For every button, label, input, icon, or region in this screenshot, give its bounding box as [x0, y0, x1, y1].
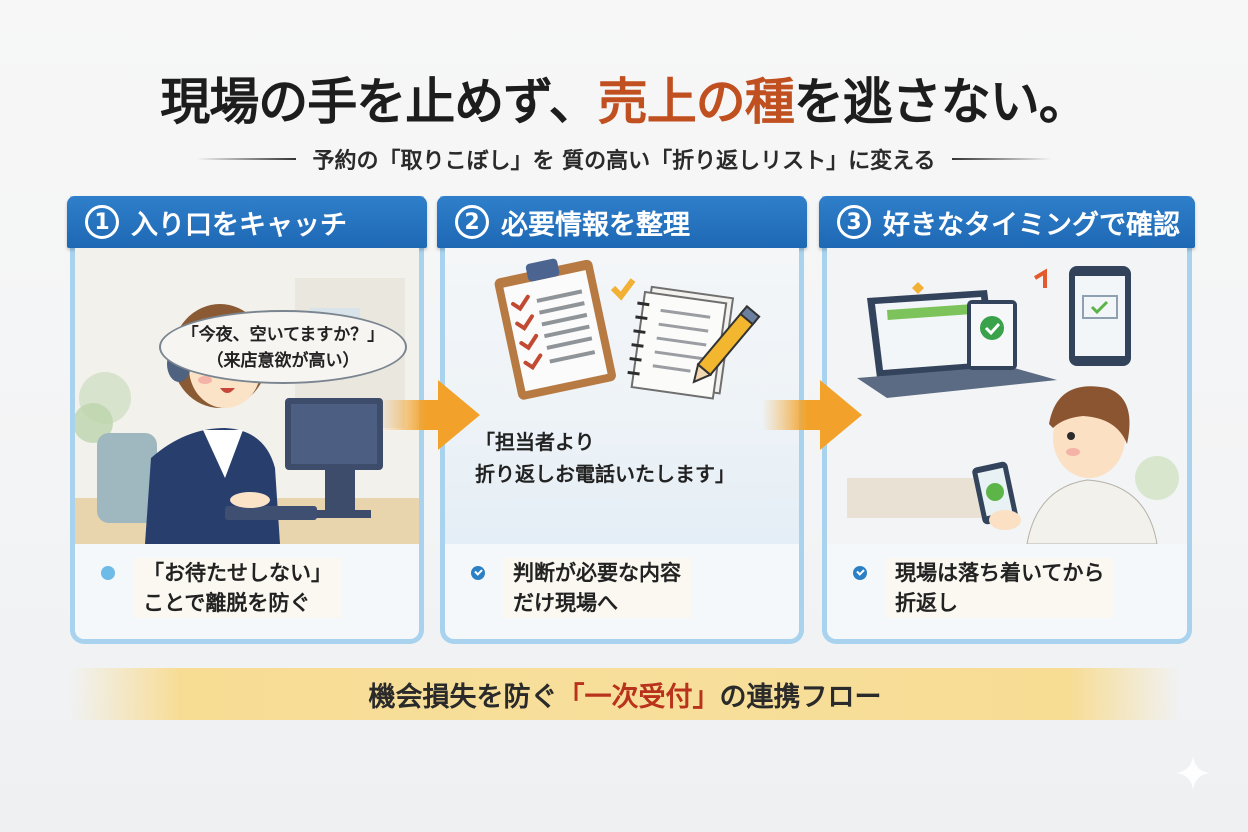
step-header-3: 3 好きなタイミングで確認	[819, 196, 1195, 248]
sparkle-icon	[1176, 756, 1210, 790]
title-part2: を逃さない。	[793, 73, 1089, 131]
page-title: 現場の手を止めず、売上の種を逃さない。	[0, 62, 1248, 134]
subtitle-row: 予約の「取りこぼし」を 質の高い「折り返しリスト」に変える	[0, 143, 1248, 175]
step-title-1: 入り口をキャッチ	[131, 209, 347, 241]
footer-banner: 機会損失を防ぐ「一次受付」の連携フロー	[70, 668, 1180, 720]
callback-quote: 「担当者より 折り返しお電話いたします」	[475, 430, 735, 486]
operator-with-headset-icon	[75, 248, 419, 544]
checklist-illustration: 「担当者より 折り返しお電話いたします」	[445, 248, 799, 544]
step-header-2: 2 必要情報を整理	[437, 196, 807, 248]
operator-illustration: 「今夜、空いてますか？」 （来店意欲が高い）	[75, 248, 419, 544]
step-card-3: 3 好きなタイミングで確認	[819, 196, 1195, 644]
step-note-text-1: 「お待たせしない」 ことで離脱を防ぐ	[133, 558, 342, 618]
step-note-text-3: 現場は落ち着いてから 折返し	[885, 558, 1115, 618]
check-circle-icon	[853, 566, 867, 580]
banner-accent: 「一次受付」	[557, 681, 720, 713]
step-note-2: 判断が必要な内容 だけ現場へ	[471, 558, 773, 628]
bubble-line-2: （来店意欲が高い）	[206, 351, 360, 371]
step-card-2: 2 必要情報を整理	[437, 196, 807, 644]
divider-right	[951, 158, 1052, 160]
step-note-3: 現場は落ち着いてから 折返し	[853, 558, 1161, 628]
step-note-text-2: 判断が必要な内容 だけ現場へ	[503, 558, 691, 618]
step-number-1: 1	[85, 205, 119, 239]
banner-part1: 機会損失を防ぐ	[368, 681, 558, 713]
devices-illustration	[827, 248, 1187, 544]
arrow-right-icon	[380, 380, 480, 450]
title-part1: 現場の手を止めず、	[160, 73, 598, 131]
step-number-3: 3	[837, 205, 871, 239]
divider-left	[196, 158, 297, 160]
man-with-smartphone-icon	[827, 248, 1187, 544]
step-title-2: 必要情報を整理	[501, 209, 690, 241]
check-circle-icon	[471, 566, 485, 580]
step-header-1: 1 入り口をキャッチ	[67, 196, 427, 248]
step-note-1: 「お待たせしない」 ことで離脱を防ぐ	[101, 558, 393, 628]
clipboard-checklist-icon	[494, 258, 761, 400]
title-accent: 売上の種	[597, 73, 795, 131]
banner-part2: の連携フロー	[719, 681, 882, 713]
speech-bubble: 「今夜、空いてますか？」 （来店意欲が高い）	[159, 310, 407, 384]
arrow-right-icon	[762, 380, 862, 450]
step-number-2: 2	[455, 205, 489, 239]
subtitle: 予約の「取りこぼし」を 質の高い「折り返しリスト」に変える	[312, 149, 936, 174]
bubble-line-1: 「今夜、空いてますか？」	[181, 325, 385, 345]
step-card-1: 1 入り口をキャッチ	[67, 196, 427, 644]
bullet-dot-icon	[101, 566, 115, 580]
step-title-3: 好きなタイミングで確認	[883, 209, 1180, 241]
